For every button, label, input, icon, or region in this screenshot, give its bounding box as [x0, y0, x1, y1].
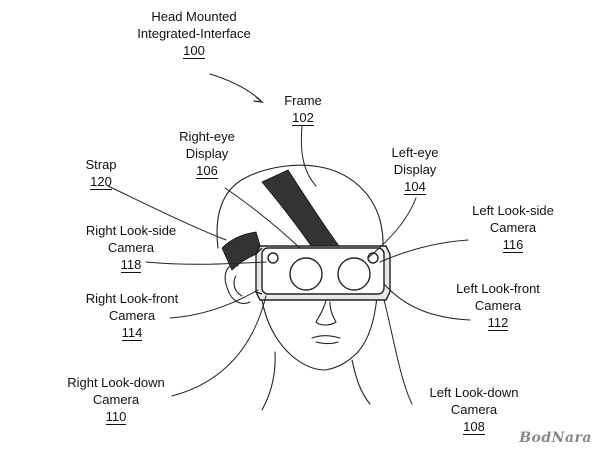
label-right-display-line2: Display	[185, 146, 229, 161]
label-left-down-cam-number: 108	[463, 419, 485, 435]
label-hmi-number: 100	[183, 43, 205, 59]
label-right-eye-display: Right-eye Display 106	[170, 128, 244, 179]
mouth-lower	[315, 341, 339, 345]
label-left-front-cam-line1: Left Look-front	[456, 281, 540, 296]
left-front-camera-lens	[337, 257, 371, 291]
leader-114	[169, 289, 259, 319]
label-right-look-front-camera: Right Look-front Camera 114	[70, 290, 194, 341]
left-side-camera-lens	[367, 252, 379, 264]
leader-112	[383, 283, 471, 321]
label-left-look-front-camera: Left Look-front Camera 112	[438, 280, 558, 331]
label-strap-line1: Strap	[85, 157, 117, 172]
label-frame-line1: Frame	[284, 93, 322, 108]
leader-116	[379, 239, 469, 263]
label-frame-number: 102	[292, 110, 314, 126]
leader-110	[171, 295, 267, 397]
label-right-down-cam-number: 110	[105, 409, 127, 425]
label-left-display-number: 104	[404, 179, 426, 195]
right-side-camera-lens	[267, 252, 279, 264]
label-right-display-number: 106	[196, 163, 218, 179]
face-right-contour	[324, 295, 378, 371]
label-right-look-side-camera: Right Look-side Camera 118	[72, 222, 190, 273]
label-head-mounted-interface: Head Mounted Integrated-Interface 100	[129, 8, 259, 59]
label-left-down-cam-line2: Camera	[450, 402, 498, 417]
neck-right	[351, 359, 371, 405]
label-left-side-cam-line1: Left Look-side	[472, 203, 554, 218]
label-right-side-cam-number: 118	[120, 257, 142, 273]
right-front-camera-lens	[289, 257, 323, 291]
leader-100	[209, 73, 263, 103]
label-hmi-line1: Head Mounted	[151, 9, 237, 24]
label-right-down-cam-line2: Camera	[92, 392, 140, 407]
neck-left	[261, 351, 276, 411]
label-left-front-cam-number: 112	[487, 315, 509, 331]
label-left-eye-display: Left-eye Display 104	[378, 144, 452, 195]
label-left-down-cam-line1: Left Look-down	[429, 385, 519, 400]
ear-inner	[233, 275, 243, 297]
label-right-down-cam-line1: Right Look-down	[67, 375, 165, 390]
label-frame: Frame 102	[278, 92, 328, 126]
leader-108	[383, 299, 413, 405]
label-right-front-cam-line1: Right Look-front	[85, 291, 179, 306]
label-strap: Strap 120	[78, 156, 124, 190]
label-right-front-cam-number: 114	[121, 325, 143, 341]
label-right-side-cam-line2: Camera	[107, 240, 155, 255]
face-left-contour	[261, 299, 326, 371]
label-hmi-line2: Integrated-Interface	[137, 26, 251, 41]
mouth	[311, 335, 341, 339]
head-outline	[216, 164, 384, 263]
label-strap-number: 120	[90, 174, 112, 190]
label-left-look-down-camera: Left Look-down Camera 108	[412, 384, 536, 435]
label-right-side-cam-line1: Right Look-side	[85, 223, 177, 238]
label-left-front-cam-line2: Camera	[474, 298, 522, 313]
label-left-display-line2: Display	[393, 162, 437, 177]
label-right-look-down-camera: Right Look-down Camera 110	[54, 374, 178, 425]
label-left-side-cam-line2: Camera	[489, 220, 537, 235]
leader-104	[367, 197, 417, 259]
leader-102	[300, 125, 317, 187]
leader-100-arrow	[253, 96, 264, 103]
label-left-side-cam-number: 116	[502, 237, 524, 253]
nose	[315, 299, 337, 326]
label-right-front-cam-line2: Camera	[108, 308, 156, 323]
label-right-display-line1: Right-eye	[179, 129, 235, 144]
watermark: BodNara	[519, 430, 592, 446]
leader-118	[145, 261, 267, 265]
label-left-display-line1: Left-eye	[391, 145, 439, 160]
leader-120	[107, 185, 227, 241]
label-left-look-side-camera: Left Look-side Camera 116	[458, 202, 568, 253]
leader-106	[224, 187, 301, 249]
ear	[224, 264, 251, 305]
strap-top-band	[261, 169, 343, 257]
